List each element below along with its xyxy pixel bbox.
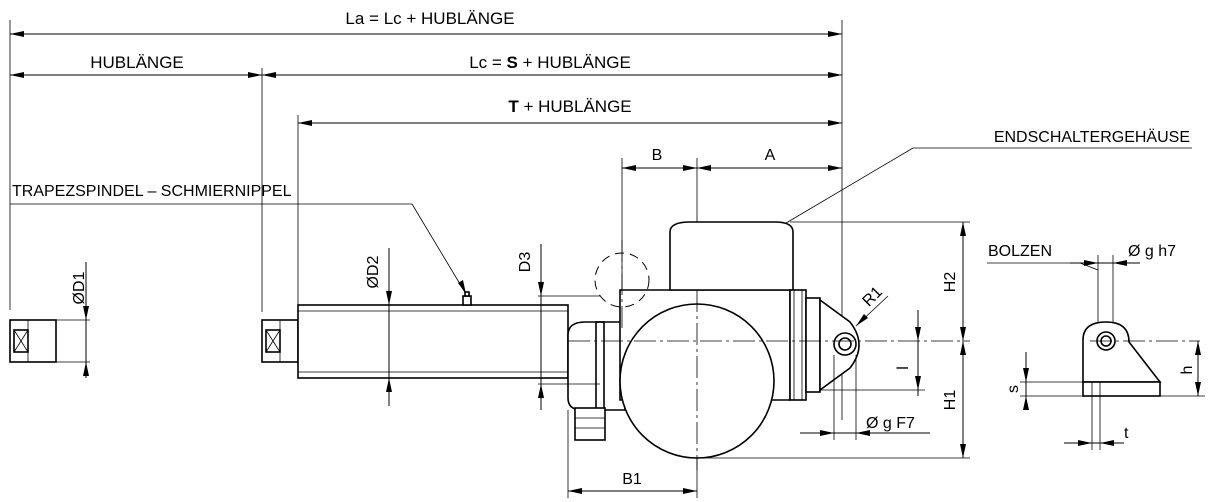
centerlines	[568, 240, 970, 470]
overall-length-dimension: La = Lc + HUBLÄNGE	[9, 9, 843, 420]
la-label: La = Lc + HUBLÄNGE	[345, 9, 514, 28]
stroke-length-dimension: HUBLÄNGE	[10, 53, 263, 312]
d2-dimension: ØD2	[365, 248, 392, 406]
lc-dimension: Lc = S + HUBLÄNGE	[262, 53, 842, 78]
r1-label: R1	[860, 284, 887, 311]
grease-nipple-callout: TRAPEZSPINDEL – SCHMIERNIPPEL	[10, 183, 467, 295]
gf7-dimension: Ø g F7	[800, 355, 930, 440]
gh7-label: Ø g h7	[1128, 243, 1176, 260]
h1-label: H1	[942, 390, 959, 411]
lc-label: Lc = S + HUBLÄNGE	[469, 53, 631, 72]
d3-dimension: D3	[517, 244, 600, 410]
d3-label: D3	[517, 252, 534, 273]
actuator-body	[261, 221, 860, 459]
limit-switch-housing-callout: ENDSCHALTERGEHÄUSE	[728, 128, 1192, 259]
height-dimensions: H2 H1	[697, 221, 970, 459]
trapez-label: TRAPEZSPINDEL – SCHMIERNIPPEL	[12, 183, 292, 200]
t-label-bolt: t	[1124, 425, 1129, 442]
d2-label: ØD2	[365, 255, 382, 288]
b1-label: B1	[622, 471, 642, 488]
bolt-detail: BOLZEN Ø g h7 h s t	[987, 243, 1205, 450]
l-dimension: l	[820, 310, 925, 396]
endschalter-label: ENDSCHALTERGEHÄUSE	[994, 128, 1190, 146]
h2-label: H2	[942, 272, 959, 293]
b1-dimension: B1	[567, 410, 698, 498]
a-label: A	[765, 147, 776, 164]
d1-label: ØD1	[71, 271, 88, 304]
h-label: h	[1179, 366, 1196, 375]
l-label: l	[895, 366, 912, 370]
hub-label: HUBLÄNGE	[90, 53, 184, 72]
bolzen-label: BOLZEN	[988, 243, 1052, 260]
t-dimension: T + HUBLÄNGE	[297, 97, 842, 312]
s-label: s	[1005, 385, 1022, 393]
r1-dimension: R1	[855, 284, 889, 327]
b-label: B	[652, 147, 663, 164]
t-label: T + HUBLÄNGE	[508, 97, 631, 116]
gf7-label: Ø g F7	[866, 415, 915, 432]
left-rod-end: ØD1	[9, 262, 90, 378]
